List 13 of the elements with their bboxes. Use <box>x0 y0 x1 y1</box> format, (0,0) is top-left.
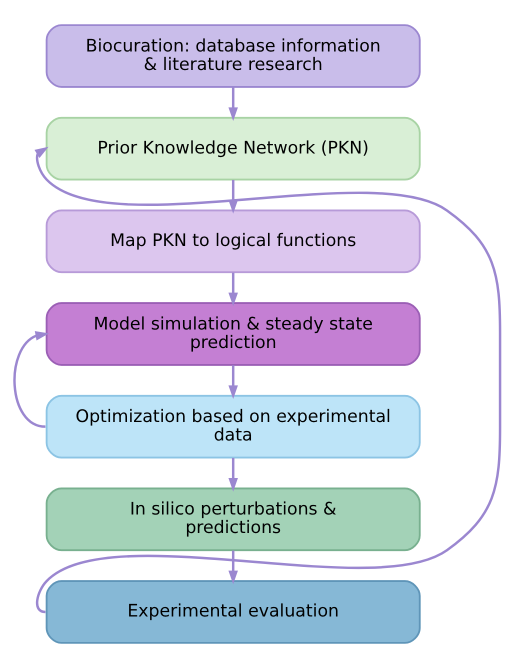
node-box: Map PKN to logical functions <box>45 209 420 273</box>
node-box: Experimental evaluation <box>45 580 420 644</box>
arrow <box>12 330 49 428</box>
arrow <box>228 550 238 584</box>
node-box: In silico perturbations & predictions <box>45 487 420 551</box>
node-box: Biocuration: database information & literature research <box>45 24 420 88</box>
node-box: Model simulation & steady state prediction <box>45 302 420 366</box>
node-box: Prior Knowledge Network (PKN) <box>45 116 420 180</box>
arrow <box>228 272 238 306</box>
arrow <box>228 86 238 120</box>
arrow <box>228 457 238 492</box>
node-box: Optimization based on experimental data <box>45 394 420 458</box>
arrow <box>228 364 238 398</box>
